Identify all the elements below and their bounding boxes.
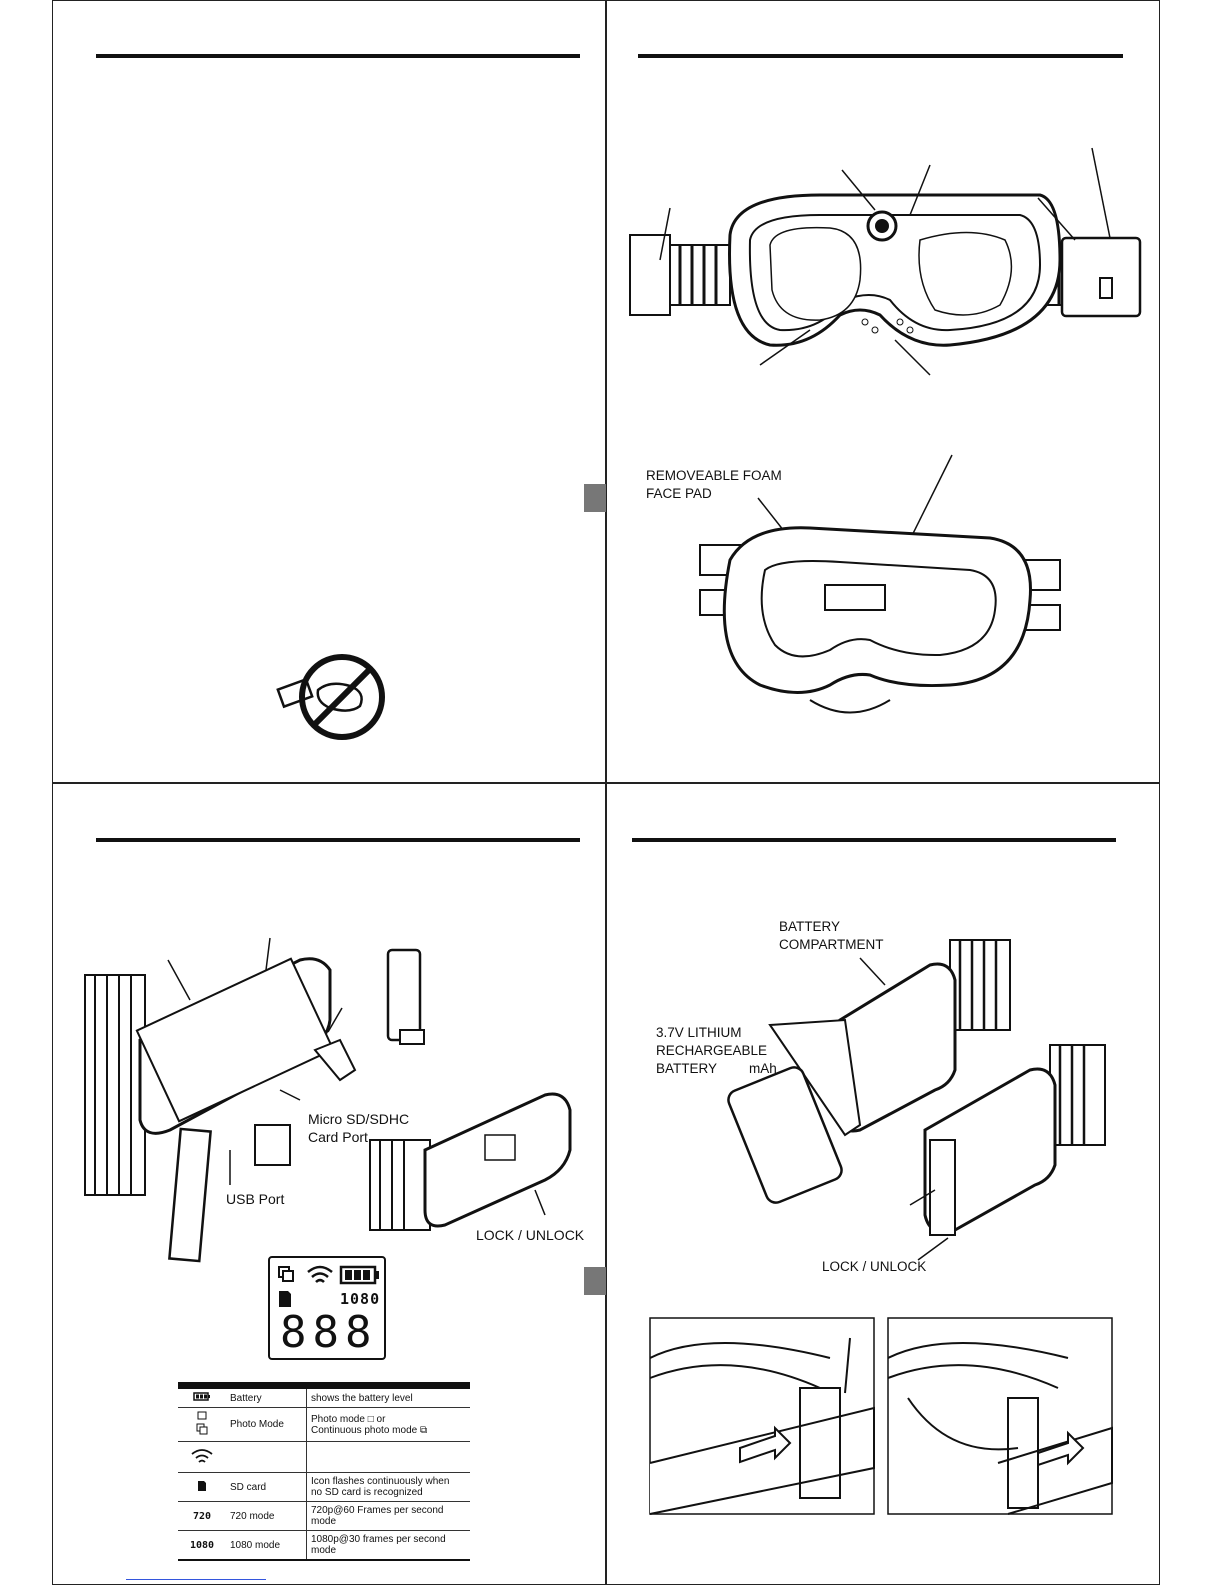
center-divider: [605, 0, 607, 1585]
page-tab-top: [584, 484, 606, 512]
battery-icon: [193, 1392, 210, 1401]
header-rule-top-right: [638, 54, 1123, 58]
lcd-resolution: 1080: [340, 1290, 381, 1308]
photo-mode-icon: [196, 1411, 208, 1435]
legend-row: 720 720 mode 720p@60 Frames per second m…: [178, 1501, 470, 1531]
battery-icon: [339, 1265, 379, 1285]
footer-link-underline[interactable]: [126, 1579, 266, 1580]
wifi-icon: [307, 1265, 333, 1283]
wifi-icon: [191, 1448, 213, 1463]
lock-unlock-label-right: LOCK / UNLOCK: [822, 1259, 927, 1274]
photo-mode-icon: [278, 1266, 294, 1282]
lcd-counter: 888: [280, 1307, 378, 1358]
camera-module-locked-illustration: [369, 1092, 572, 1231]
camera-module-illustration: [84, 937, 357, 1263]
usb-port-label: USB Port: [226, 1191, 285, 1207]
sd-card-icon: [198, 1480, 206, 1491]
no-spray-warning-icon: [276, 654, 385, 740]
header-rule-top-left: [96, 54, 580, 58]
face-pad-label: REMOVEABLE FOAM FACE PAD: [646, 468, 782, 501]
legend-row: 1080 1080 mode 1080p@30 frames per secon…: [178, 1530, 470, 1561]
sd-port-label: Micro SD/SDHC Card Port: [308, 1111, 410, 1145]
goggle-rear-illustration: [699, 454, 1061, 714]
sd-card-icon: [279, 1291, 291, 1307]
battery-compartment-label: BATTERY COMPARTMENT: [779, 919, 884, 952]
legend-row: [178, 1441, 470, 1473]
lcd-icon-legend: Battery shows the battery level Photo Mo…: [178, 1382, 470, 1561]
lcd-display: 1080 888: [268, 1256, 386, 1360]
lock-unlock-label-left: LOCK / UNLOCK: [476, 1227, 585, 1243]
legend-row: Battery shows the battery level: [178, 1389, 470, 1408]
strap-adjust-before-illustration: [649, 1317, 875, 1515]
strap-adjust-after-illustration: [887, 1317, 1113, 1515]
page-tab-bottom: [584, 1267, 606, 1295]
battery-compartment-illustration: [727, 939, 1106, 1261]
middle-divider: [52, 782, 1160, 784]
header-rule-bottom-right: [632, 838, 1116, 842]
header-rule-bottom-left: [96, 838, 580, 842]
goggle-front-illustration: [629, 147, 1142, 376]
battery-unit: mAh: [749, 1061, 777, 1076]
camera-module-small-illustration: [386, 948, 425, 1045]
